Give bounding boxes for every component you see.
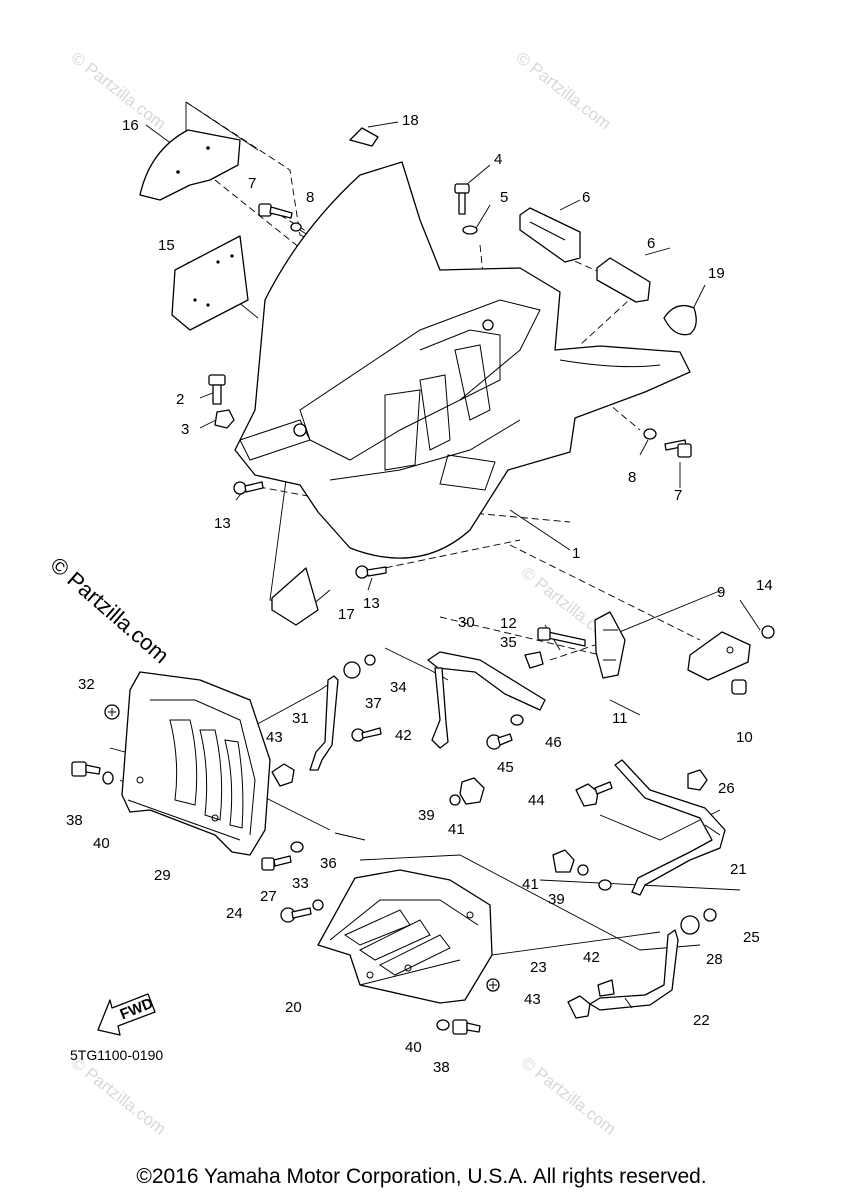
callout-44: 44 [528,792,545,809]
callout-8: 8 [306,189,314,206]
callout-36: 36 [320,855,337,872]
callout-4: 4 [494,151,502,168]
faint-watermark: © Partzilla.com [518,1053,620,1139]
callout-43: 43 [524,991,541,1008]
callout-18: 18 [402,112,419,129]
callout-10: 10 [736,729,753,746]
callout-41: 41 [522,876,539,893]
callout-1: 1 [572,545,580,562]
diagram-code: 5TG1100-0190 [70,1047,164,1063]
callout-2: 2 [176,391,184,408]
callout-40: 40 [93,835,110,852]
callout-11: 11 [612,710,628,727]
callout-6: 6 [647,235,655,252]
callout-25: 25 [743,929,760,946]
callout-41: 41 [448,821,465,838]
callout-6: 6 [582,189,590,206]
callout-38: 38 [433,1059,450,1076]
callout-29: 29 [154,867,171,884]
callout-31: 31 [292,710,309,727]
callout-12: 12 [500,615,517,632]
callout-46: 46 [545,734,562,751]
callout-24: 24 [226,905,243,922]
callout-33: 33 [292,875,309,892]
left-footrest-guard [71,671,304,871]
callout-39: 39 [548,891,565,908]
callout-9: 9 [717,584,725,601]
callout-16: 16 [122,117,139,134]
callout-35: 35 [500,634,517,651]
copyright-notice: ©2016 Yamaha Motor Corporation, U.S.A. A… [136,1165,707,1188]
callout-8: 8 [628,469,636,486]
callout-14: 14 [756,577,773,594]
callout-42: 42 [583,949,600,966]
callout-7: 7 [674,487,682,504]
callout-40: 40 [405,1039,422,1056]
right-footrest-guard [280,869,500,1035]
callout-5: 5 [500,189,508,206]
callout-21: 21 [730,861,747,878]
upper-small-parts [139,127,697,626]
faint-watermark: © Partzilla.com [68,1053,170,1139]
callout-3: 3 [181,421,189,438]
callout-19: 19 [708,265,725,282]
callout-23: 23 [530,959,547,976]
callout-15: 15 [158,237,175,254]
callout-38: 38 [66,812,83,829]
callout-42: 42 [395,727,412,744]
callout-17: 17 [338,606,355,623]
callout-28: 28 [706,951,723,968]
rear-fender [234,161,691,559]
callout-labels: 16 18 4 7 8 5 6 6 15 19 2 3 8 7 13 1 13 … [66,112,773,1076]
callout-20: 20 [285,999,302,1016]
callout-34: 34 [390,679,407,696]
callout-32: 32 [78,676,95,693]
callout-30: 30 [458,614,475,631]
callout-7: 7 [248,175,256,192]
callout-27: 27 [260,888,277,905]
callout-45: 45 [497,759,514,776]
callout-39: 39 [418,807,435,824]
callout-22: 22 [693,1012,710,1029]
faint-watermark: © Partzilla.com [68,48,170,134]
callout-13: 13 [363,595,380,612]
callout-26: 26 [718,780,735,797]
faint-watermark: © Partzilla.com [513,48,615,134]
callout-37: 37 [365,695,382,712]
side-brackets [271,611,775,1019]
fwd-arrow-icon: FWD [97,993,156,1036]
callout-43: 43 [266,729,283,746]
callout-13: 13 [214,515,231,532]
